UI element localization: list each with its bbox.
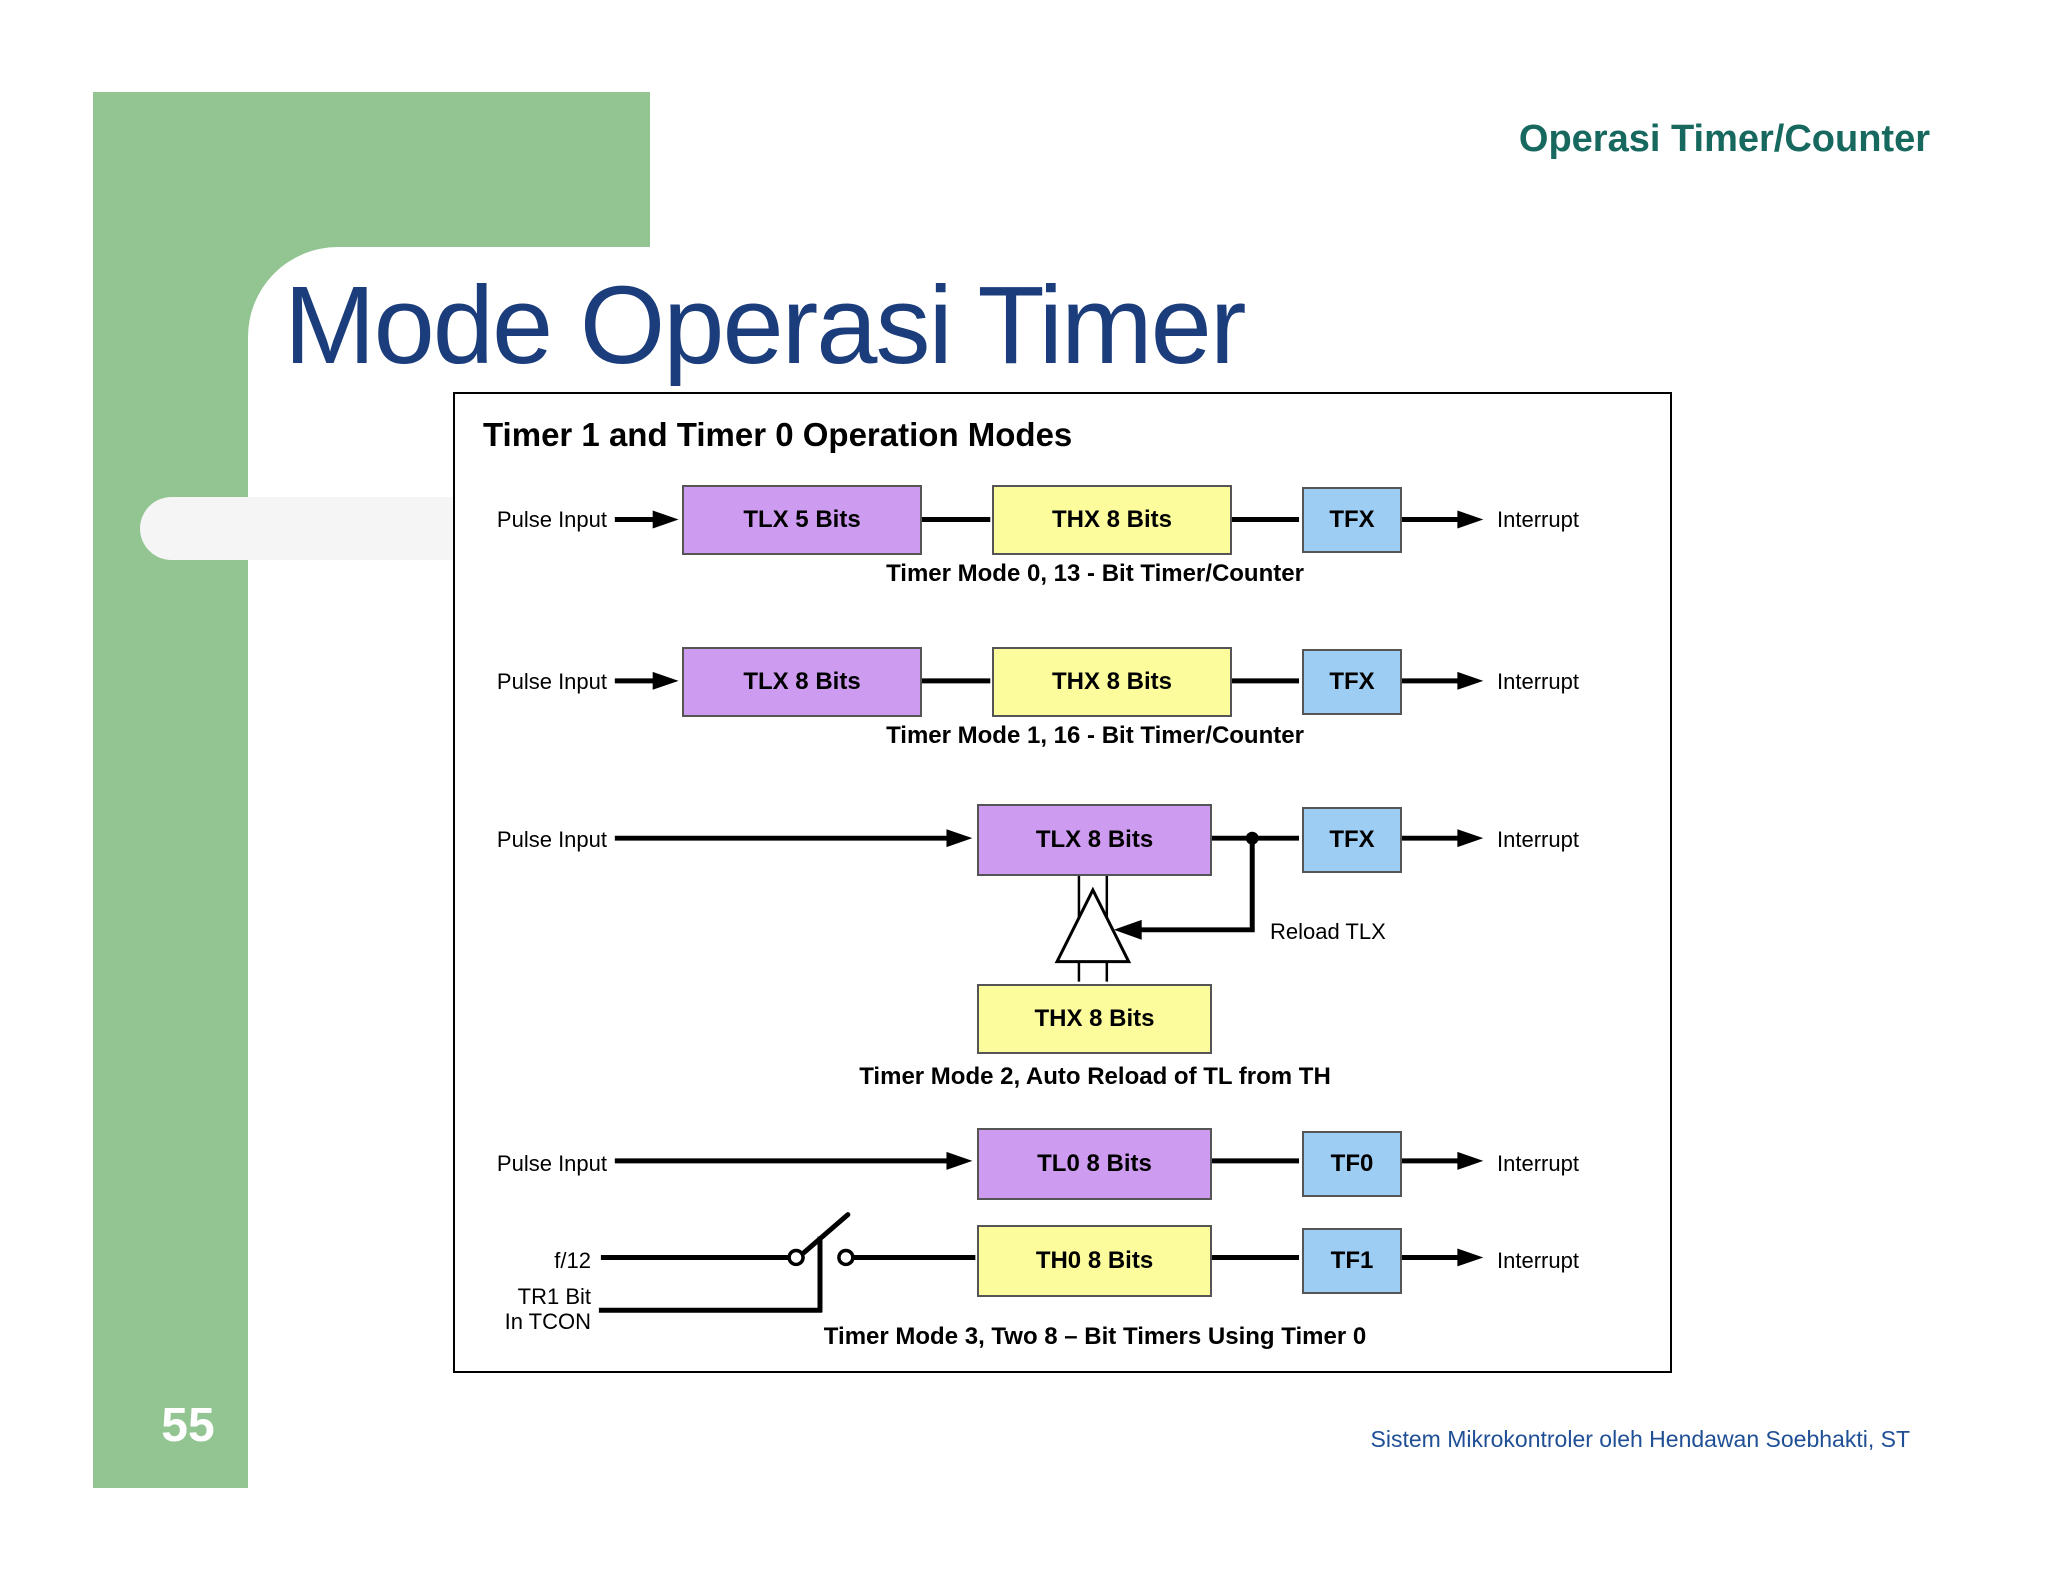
mode1-thx-box: THX 8 Bits: [992, 647, 1232, 717]
mode0-caption: Timer Mode 0, 13 - Bit Timer/Counter: [886, 560, 1304, 587]
mode2-caption: Timer Mode 2, Auto Reload of TL from TH: [859, 1063, 1331, 1090]
footer-credit: Sistem Mikrokontroler oleh Hendawan Soeb…: [1370, 1426, 1910, 1452]
mode3-input-label: Pulse Input: [496, 1151, 607, 1176]
mode1-output-label: Interrupt: [1497, 669, 1579, 694]
timer-modes-diagram: Timer 1 and Timer 0 Operation Modes Puls…: [453, 392, 1672, 1373]
mode1-caption: Timer Mode 1, 16 - Bit Timer/Counter: [886, 722, 1304, 749]
mode3b-output-label: Interrupt: [1497, 1248, 1579, 1273]
mode2-output-arrowhead: [1457, 829, 1484, 848]
mode3-tr1-label-line2: In TCON: [504, 1309, 591, 1334]
mode2-output-label: Interrupt: [1497, 827, 1579, 852]
diagram-title: Timer 1 and Timer 0 Operation Modes: [483, 416, 1073, 453]
mode3b-switch-contact-right: [837, 1248, 855, 1267]
mode3b-output-arrowhead: [1457, 1248, 1484, 1267]
green-left-column: [93, 92, 248, 1488]
page-title: Mode Operasi Timer: [284, 264, 1246, 387]
mode1-output-arrowhead: [1457, 671, 1484, 690]
mode0-tlx-box: TLX 5 Bits: [682, 485, 922, 555]
mode2-reload-line: [1140, 841, 1255, 933]
page-number: 55: [161, 1399, 215, 1452]
mode3-tr1-label: TR1 Bit In TCON: [455, 1284, 591, 1334]
mode2-tfx-box: TFX: [1302, 807, 1402, 873]
mode1-tlx-box: TLX 8 Bits: [682, 647, 922, 717]
mode3-tr1-label-line1: TR1 Bit: [517, 1284, 591, 1309]
mode3-tl0-box: TL0 8 Bits: [977, 1128, 1212, 1200]
mode3-tf1-box: TF1: [1302, 1228, 1402, 1294]
mode3a-input-arrowhead: [946, 1151, 973, 1170]
mode2-junction-dot: [1245, 831, 1259, 845]
mode2-input-label: Pulse Input: [496, 827, 607, 852]
mode1-input-arrowhead: [652, 671, 679, 690]
mode2-input-arrowhead: [946, 829, 973, 848]
mode0-tfx-box: TFX: [1302, 487, 1402, 553]
mode3-f12-label: f/12: [554, 1248, 591, 1273]
mode2-thx-box: THX 8 Bits: [977, 984, 1212, 1054]
mode3-th0-box: TH0 8 Bits: [977, 1225, 1212, 1297]
mode3a-output-arrowhead: [1457, 1151, 1484, 1170]
mode0-output-label: Interrupt: [1497, 507, 1579, 532]
mode3-caption: Timer Mode 3, Two 8 – Bit Timers Using T…: [823, 1323, 1367, 1350]
connector-layer: [598, 510, 1484, 1313]
mode0-input-arrowhead: [652, 510, 679, 529]
mode2-reload-arrowhead: [1113, 919, 1142, 940]
mode3-tf0-box: TF0: [1302, 1131, 1402, 1197]
mode0-output-arrowhead: [1457, 510, 1484, 529]
mode2-tlx-box: TLX 8 Bits: [977, 804, 1212, 876]
mode1-tfx-box: TFX: [1302, 649, 1402, 715]
section-header: Operasi Timer/Counter: [1518, 118, 1930, 160]
mode3a-output-label: Interrupt: [1497, 1151, 1579, 1176]
mode1-input-label: Pulse Input: [496, 669, 607, 694]
mode2-reload-label: Reload TLX: [1270, 919, 1386, 944]
mode3b-switch-contact-left: [787, 1248, 805, 1267]
mode0-thx-box: THX 8 Bits: [992, 485, 1232, 555]
mode2-reload-triangle: [1054, 886, 1132, 964]
mode3b-switch-lever: [801, 1212, 851, 1255]
rounded-corner-fillet: [248, 247, 338, 337]
mode0-input-label: Pulse Input: [496, 507, 607, 532]
